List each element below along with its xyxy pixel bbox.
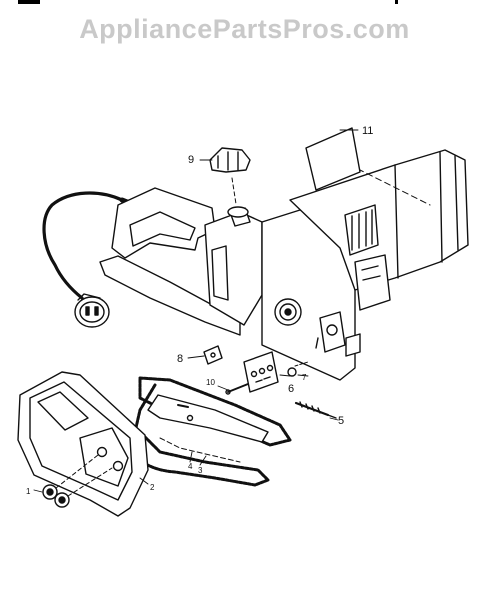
tensioner-assembly [315,311,361,357]
part-label-1: 1 [26,487,31,496]
warning-label [305,127,361,191]
power-plug [74,293,110,328]
part-label-2: 2 [150,483,155,492]
bar-nuts [42,454,113,508]
leader-lines [33,129,359,493]
adjuster-nut [287,361,309,377]
adjusting-screw [294,401,337,419]
part-label-9: 9 [188,154,194,166]
part-label-8: 8 [177,353,183,365]
part-label-11: 11 [362,125,373,137]
sprocket-cover [17,371,149,517]
oil-cap [209,147,251,205]
watermark: AppliancePartsPros.com [79,14,410,44]
chain-clip [203,345,223,365]
drive-sprocket [274,298,302,326]
header-mark [395,0,398,4]
part-label-3: 3 [198,466,203,475]
part-label-5: 5 [338,415,344,427]
saw-housing [99,149,469,381]
guide-bar [147,394,269,463]
header-mark [18,0,40,4]
part-label-4: 4 [188,462,193,471]
part-label-10: 10 [206,378,215,387]
tension-pin [225,383,249,395]
bar-plate [243,351,279,393]
part-label-6: 6 [288,383,294,395]
part-label-7: 7 [302,373,307,382]
